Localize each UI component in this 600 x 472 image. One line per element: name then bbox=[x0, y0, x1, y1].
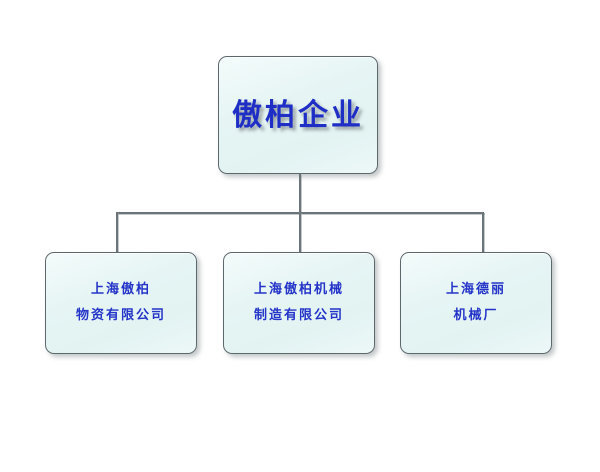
connector-drop-child-1 bbox=[116, 212, 118, 252]
org-node-child-2[interactable]: 上海傲柏机械 制造有限公司 bbox=[223, 252, 375, 354]
org-node-child-1[interactable]: 上海傲柏 物资有限公司 bbox=[45, 252, 197, 354]
org-node-child-1-label-line2: 物资有限公司 bbox=[75, 308, 166, 323]
org-node-child-2-label-line1: 上海傲柏机械 bbox=[253, 282, 344, 297]
org-node-child-3-label-line2: 机械厂 bbox=[453, 308, 499, 323]
connector-root-stem bbox=[299, 174, 301, 212]
org-node-child-1-label-line1: 上海傲柏 bbox=[90, 282, 151, 297]
connector-drop-child-2 bbox=[299, 212, 301, 252]
org-node-root[interactable]: 傲柏企业 bbox=[218, 56, 378, 174]
org-node-child-3[interactable]: 上海德丽 机械厂 bbox=[400, 252, 552, 354]
org-node-child-3-label-line1: 上海德丽 bbox=[445, 282, 506, 297]
org-node-root-label: 傲柏企业 bbox=[232, 97, 364, 133]
org-node-child-2-label-line2: 制造有限公司 bbox=[253, 308, 344, 323]
connector-drop-child-3 bbox=[482, 212, 484, 252]
